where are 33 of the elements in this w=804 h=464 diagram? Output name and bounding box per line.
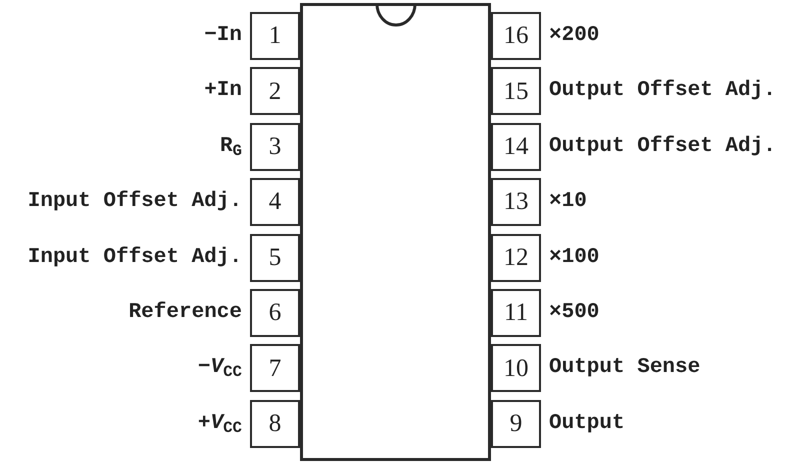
pin-label: Output [549, 412, 625, 434]
ic-body [300, 3, 491, 461]
pin-box: 15 [491, 67, 541, 116]
pin-label: Reference [128, 302, 242, 323]
pin-box: 3 [250, 122, 300, 171]
pin-box: 5 [250, 234, 300, 282]
pin-label: Input Offset Adj. [28, 246, 242, 268]
pin-label: −V$_{CC}$ [198, 357, 242, 378]
pin-box: 6 [250, 289, 300, 337]
pin-box: 16 [491, 12, 541, 60]
pin-label: +V$_{CC}$ [198, 412, 242, 434]
pin-label: ×200 [549, 25, 600, 46]
pin-label: ×10 [549, 191, 587, 212]
pin-box: 4 [250, 178, 300, 226]
pin-box: 7 [250, 344, 300, 392]
pin-box: 11 [491, 289, 541, 337]
pin-label: −In [204, 25, 242, 46]
pin-label: +In [204, 80, 242, 102]
pin-box: 9 [491, 400, 541, 448]
pin-box: 1 [250, 12, 300, 60]
pin-label: Output Offset Adj. [549, 80, 776, 102]
pin-box: 13 [491, 178, 541, 226]
pin-box: 14 [491, 122, 541, 171]
pin-box: 12 [491, 234, 541, 282]
pin-box: 2 [250, 67, 300, 116]
pin-label: Input Offset Adj. [28, 191, 242, 212]
pin-label: R$_{G}$ [220, 136, 242, 157]
pin-box: 10 [491, 344, 541, 392]
pin-label: ×500 [549, 302, 600, 323]
pin-box: 8 [250, 400, 300, 448]
pin-label: ×100 [549, 246, 600, 268]
pin-label: Output Offset Adj. [549, 136, 776, 157]
pin-label: Output Sense [549, 357, 700, 378]
